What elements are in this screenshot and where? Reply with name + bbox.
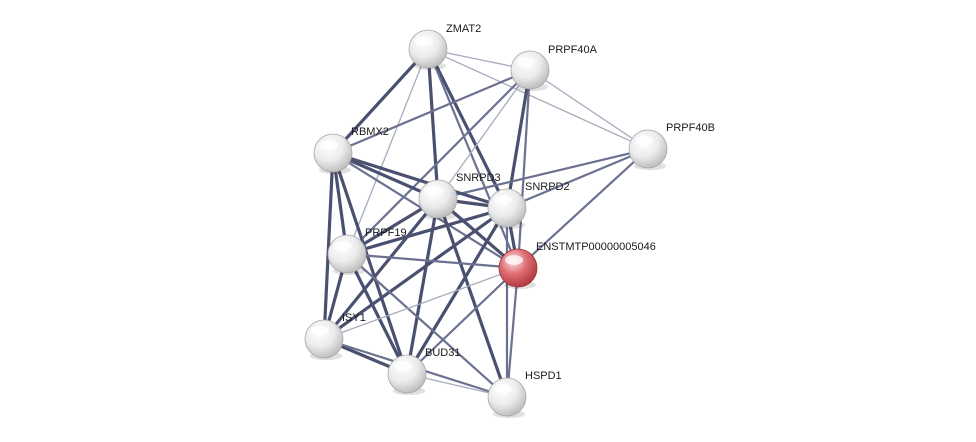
node-rbmx2[interactable] xyxy=(313,133,353,173)
edge-zmat2-snrpd2 xyxy=(426,47,509,210)
node-label-prpf40b: PRPF40B xyxy=(666,122,715,134)
edge-prpf40a-enst xyxy=(516,68,532,270)
node-highlight-isy1 xyxy=(311,326,329,336)
edge-rbmx2-snrpd2 xyxy=(331,151,509,210)
node-label-snrpd3: SNRPD3 xyxy=(456,172,501,184)
node-label-enst: ENSTMTP00000005046 xyxy=(536,241,656,253)
edge-zmat2-prpf40b xyxy=(427,48,649,150)
node-label-bud31: BUD31 xyxy=(425,347,460,359)
edge-snrpd2-isy1 xyxy=(322,206,509,341)
edge-enst-bud31 xyxy=(405,266,520,376)
node-label-rbmx2: RBMX2 xyxy=(351,126,389,138)
edge-zmat2-snrpd3 xyxy=(426,47,440,201)
node-highlight-rbmx2 xyxy=(320,140,338,150)
edge-snrpd2-prpf19 xyxy=(345,206,509,256)
node-isy1[interactable] xyxy=(304,319,344,359)
node-highlight-prpf40a xyxy=(517,57,535,67)
edge-layer xyxy=(322,47,650,399)
node-enst[interactable] xyxy=(498,248,538,288)
node-prpf40a[interactable] xyxy=(510,50,550,90)
edge-prpf40a-prpf40b xyxy=(529,69,649,150)
node-highlight-snrpd2 xyxy=(494,195,512,205)
edge-prpf19-bud31 xyxy=(345,252,409,376)
edge-prpf40b-enst xyxy=(516,147,650,270)
node-snrpd3[interactable] xyxy=(418,179,458,219)
node-label-zmat2: ZMAT2 xyxy=(446,23,481,35)
edge-prpf40a-snrpd3 xyxy=(437,69,531,200)
node-prpf40b[interactable] xyxy=(628,129,668,169)
edge-zmat2-prpf19 xyxy=(346,48,429,255)
node-highlight-prpf19 xyxy=(334,241,352,251)
node-layer xyxy=(304,29,668,418)
node-label-prpf19: PRPF19 xyxy=(365,227,407,239)
edge-snrpd3-isy1 xyxy=(322,197,440,341)
edge-rbmx2-bud31 xyxy=(331,151,409,376)
node-label-isy1: ISY1 xyxy=(342,312,366,324)
node-prpf19[interactable] xyxy=(327,234,367,274)
node-label-prpf40a: PRPF40A xyxy=(548,44,598,56)
edge-prpf40a-snrpd2 xyxy=(505,68,532,210)
node-highlight-zmat2 xyxy=(415,36,433,46)
node-label-hspd1: HSPD1 xyxy=(525,370,562,382)
node-hspd1[interactable] xyxy=(487,377,527,417)
edge-prpf40b-snrpd2 xyxy=(505,147,650,210)
node-snrpd2[interactable] xyxy=(487,188,527,228)
edge-rbmx2-isy1 xyxy=(322,151,335,341)
node-highlight-snrpd3 xyxy=(425,186,443,196)
edge-snrpd3-hspd1 xyxy=(436,197,509,399)
edge-prpf40a-prpf19 xyxy=(345,68,532,256)
node-bud31[interactable] xyxy=(387,354,427,394)
edge-prpf19-hspd1 xyxy=(345,252,509,399)
edge-prpf40b-snrpd3 xyxy=(436,147,650,201)
node-highlight-enst xyxy=(505,255,523,265)
edge-prpf40a-rbmx2 xyxy=(331,68,532,155)
node-highlight-bud31 xyxy=(394,361,412,371)
node-label-snrpd2: SNRPD2 xyxy=(525,181,570,193)
node-highlight-hspd1 xyxy=(494,384,512,394)
node-zmat2[interactable] xyxy=(408,29,448,69)
node-highlight-prpf40b xyxy=(635,136,653,146)
edge-prpf19-enst xyxy=(345,252,520,270)
edge-enst-hspd1 xyxy=(505,266,520,399)
edge-zmat2-enst xyxy=(426,47,520,270)
edge-enst-isy1 xyxy=(323,267,519,340)
edge-zmat2-rbmx2 xyxy=(331,47,430,155)
